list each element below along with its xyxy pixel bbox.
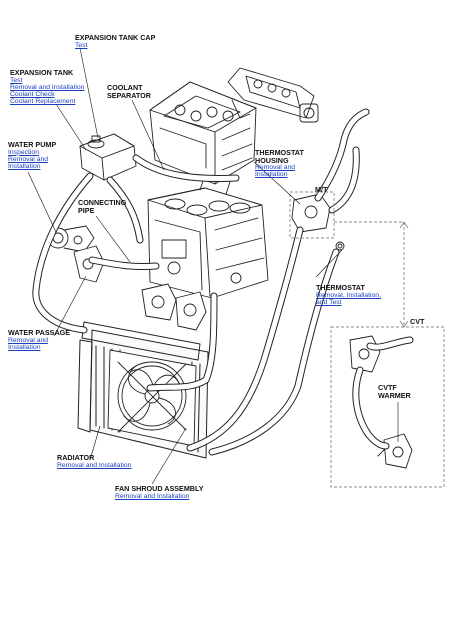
cvt-title: CVT [410,317,425,326]
callout-thermostat: THERMOSTAT Removal, Installation, and Te… [316,284,381,306]
leader-radiator [89,425,101,461]
water-pump-removal-link[interactable]: Removal and [8,155,49,163]
coolant-separator-title-line1: COOLANT [107,83,143,92]
callout-expansion-tank: EXPANSION TANK Test Removal and Installa… [10,69,84,105]
expansion-tank-test-link[interactable]: Test [10,76,23,84]
callout-mt: M/T [315,186,327,194]
leader-thermostat-housing [253,161,301,205]
water-pump-installation-link[interactable]: Installation [8,162,41,170]
thermostat-test-link[interactable]: and Test [316,298,342,306]
callout-connecting-pipe: CONNECTING PIPE [78,199,126,214]
mt-detail-box [289,191,335,239]
water-passage-title: WATER PASSAGE [8,328,71,337]
expansion-tank-cap-title: EXPANSION TANK CAP [75,33,156,42]
callout-cvt: CVT [410,318,424,326]
callout-expansion-tank-cap: EXPANSION TANK CAP Test [75,34,155,49]
callout-water-passage: WATER PASSAGE Removal and Installation [8,329,70,351]
expansion-tank-cap-test-link[interactable]: Test [75,41,88,49]
water-passage-installation-link[interactable]: Installation [8,343,41,351]
water-passage-removal-link[interactable]: Removal and [8,336,49,344]
leader-coolant-separator [131,99,165,171]
callout-thermostat-housing: THERMOSTAT HOUSING Removal and Installat… [255,149,304,178]
thermostat-housing-installation-link[interactable]: Installation [255,171,288,179]
callout-cvtf-warmer: CVTF WARMER [378,384,411,399]
thermostat-housing-title-line1: THERMOSTAT [255,148,304,157]
radiator-removal-link[interactable]: Removal and Installation [57,461,132,469]
water-passage-illustration [73,245,105,283]
thermostat-title: THERMOSTAT [316,283,365,292]
intake-manifold-illustration [227,67,319,123]
leader-expansion-tank [55,103,87,151]
fan-shroud-illustration [107,349,197,447]
leader-connecting-pipe [95,215,131,263]
leader-water-passage [53,275,87,337]
water-pump-title: WATER PUMP [8,140,57,149]
connector-arrows [399,221,409,328]
expansion-tank-illustration [79,133,137,181]
cvtf-warmer-title-line2: WARMER [378,390,411,400]
leader-water-pump [27,171,57,233]
callout-water-pump: WATER PUMP Inspection Removal and Instal… [8,141,56,170]
callout-coolant-separator: COOLANT SEPARATOR [107,84,151,99]
fan-shroud-removal-link[interactable]: Removal and Installation [115,492,190,500]
expansion-tank-title: EXPANSION TANK [10,68,74,77]
cvtf-warmer-title-line1: CVTF [378,383,397,392]
mt-to-cvt-connector [334,221,405,326]
leader-thermostat [315,249,343,278]
coolant-check-link[interactable]: Coolant Check [10,90,55,98]
thermostat-housing-removal-link[interactable]: Removal and [255,164,296,172]
mt-title: M/T [315,185,328,194]
radiator-title: RADIATOR [57,453,95,462]
thermostat-removal-link[interactable]: Removal, Installation, [316,291,381,299]
connecting-pipe-title-line1: CONNECTING [78,198,127,207]
coolant-replacement-link[interactable]: Coolant Replacement [10,97,76,105]
coolant-separator-title-line2: SEPARATOR [107,90,151,100]
expansion-tank-removal-link[interactable]: Removal and Installation [10,83,85,91]
coolant-hoses [32,108,414,456]
cylinder-head-illustration [149,81,257,185]
callout-radiator: RADIATOR Removal and Installation [57,454,131,469]
thermostat-housing-title-line2: HOUSING [255,155,289,165]
fan-shroud-title: FAN SHROUD ASSEMBLY [115,484,204,493]
engine-block-illustration [147,171,269,299]
water-pump-inspection-link[interactable]: Inspection [8,148,39,156]
connecting-pipe-title-line2: PIPE [78,205,95,215]
cvt-inset-box [330,326,445,488]
leader-expansion-tank-cap [79,47,99,139]
leader-lines [27,47,399,485]
callout-fan-shroud: FAN SHROUD ASSEMBLY Removal and Installa… [115,485,204,500]
leader-fan-shroud [151,427,187,485]
lower-engine-parts-illustration [141,283,207,331]
